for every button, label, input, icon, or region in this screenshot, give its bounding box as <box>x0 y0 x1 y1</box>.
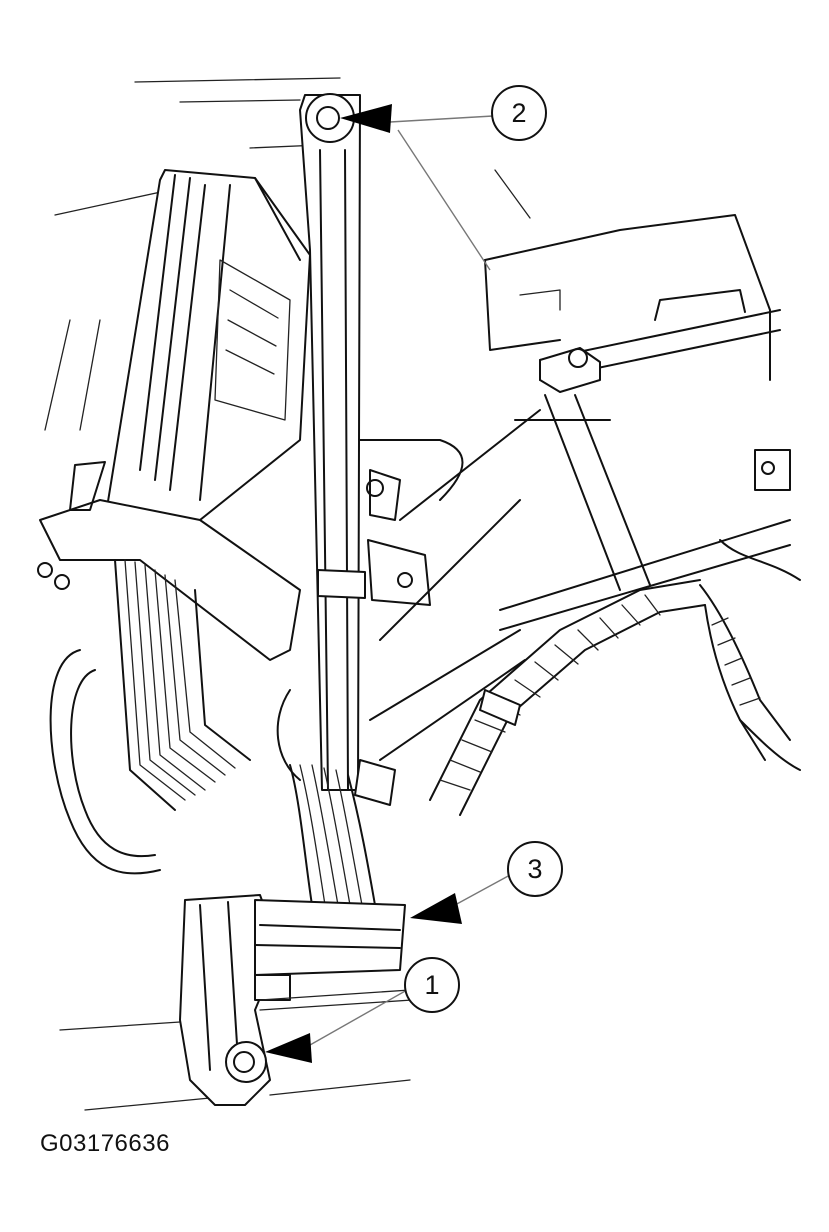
background-lines <box>54 77 531 1111</box>
callout-3-number: 3 <box>527 854 542 884</box>
control-module <box>37 169 311 661</box>
callout-arrows <box>265 104 462 1063</box>
lower-bolt <box>225 1041 267 1083</box>
callout-1: 1 <box>404 957 460 1013</box>
connector-wires <box>276 689 376 906</box>
right-harness <box>429 539 801 816</box>
electrical-connector <box>254 899 413 1011</box>
callout-3: 3 <box>507 841 563 897</box>
arrow-2 <box>340 104 392 133</box>
figure-id-label: G03176636 <box>40 1130 170 1157</box>
arrow-1 <box>265 1033 312 1063</box>
callout-1-number: 1 <box>424 970 439 1000</box>
callout-2: 2 <box>491 85 547 141</box>
crossmember <box>354 214 791 806</box>
leader-lines <box>309 115 511 1046</box>
arrow-3 <box>410 893 462 924</box>
support-bar <box>299 94 366 791</box>
callout-2-number: 2 <box>511 98 526 128</box>
module-harness <box>49 559 251 875</box>
